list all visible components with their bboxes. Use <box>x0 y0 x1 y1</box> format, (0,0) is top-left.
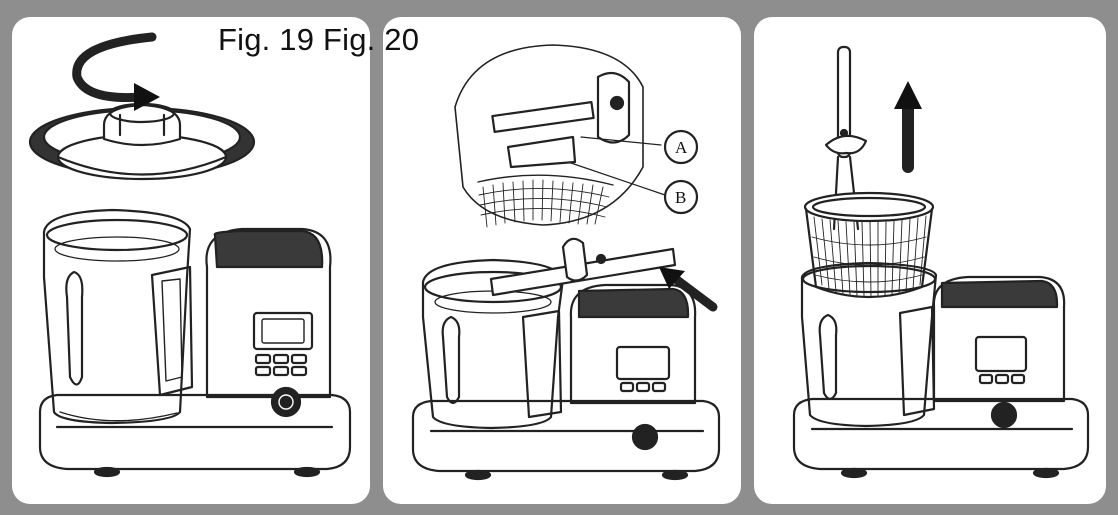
callout-label-a: A <box>675 138 688 157</box>
motor-housing <box>569 283 697 451</box>
appliance-base <box>792 397 1090 479</box>
jug <box>42 208 194 425</box>
spatula <box>489 237 677 297</box>
detail-magnifier <box>454 44 644 228</box>
appliance-base <box>411 399 721 481</box>
basket-removal-illustration <box>792 45 1090 479</box>
insert-arrow-icon <box>668 272 718 312</box>
callout-label-b: B <box>675 188 686 207</box>
figure-caption: Fig. 19 Fig. 20 <box>218 22 420 57</box>
figure-panel-basket-removal <box>754 17 1106 504</box>
lid <box>28 102 256 181</box>
jug <box>800 261 938 428</box>
spatula <box>824 45 868 231</box>
figure-panel-basket-hook: A B <box>383 17 741 504</box>
motor-housing <box>205 227 332 418</box>
appliance-base <box>38 393 352 478</box>
basket-hook-illustration: A B <box>411 44 721 481</box>
rotate-arrow-icon <box>72 32 157 103</box>
figure-panel-lid-removal <box>12 17 370 504</box>
motor-housing <box>932 275 1066 429</box>
lid-removal-illustration <box>28 32 352 478</box>
steam-basket <box>803 191 935 299</box>
